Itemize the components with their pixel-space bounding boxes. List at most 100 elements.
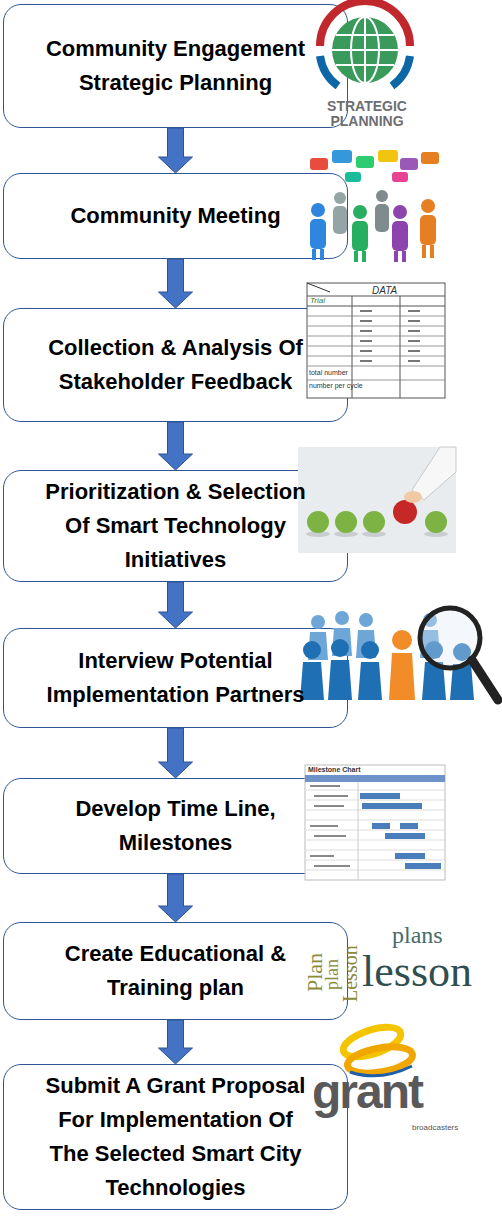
picture-text: DATA [372,285,397,296]
apples-picture-part [363,511,385,533]
meeting-picture-part [312,249,316,260]
milestone-chart-picture-part [314,865,350,867]
picture-text: STRATEGIC PLANNING [312,99,422,130]
picture-text: Trial [310,297,325,306]
data-table-picture-part [307,326,445,327]
milestone-chart-picture-part [310,825,338,827]
picture-text: Lesson [339,945,361,1002]
milestone-chart-picture-part [405,863,441,869]
meeting-picture-part [392,172,408,182]
meeting-picture-part [378,150,398,162]
picture-text: grant [312,1066,422,1119]
process-box: Prioritization & Selection Of Smart Tech… [3,470,348,582]
meeting-picture-part [392,221,408,251]
meeting-picture-part [356,156,374,168]
picture-text: total number [309,369,348,377]
picture-text: Milestone Chart [308,766,361,774]
people-magnifier-picture-part [303,641,321,659]
milestone-chart-picture-part [305,800,445,801]
apples-picture-part [298,447,456,553]
data-table-picture-part [360,360,372,362]
milestone-chart-picture-part [305,820,445,821]
block-arrow [159,582,193,628]
people-magnifier-picture-part [335,611,349,625]
milestone-chart-picture-part [372,823,390,829]
meeting-picture-part [400,158,418,170]
process-box: Community Meeting [3,173,348,259]
milestone-chart-picture [305,765,445,880]
step-text: Prioritization & Selection Of Smart Tech… [38,475,313,577]
meeting-picture-part [310,158,328,170]
meeting-picture-part [393,205,407,219]
people-magnifier-picture-part [358,662,382,700]
meeting-picture-part [320,249,324,260]
planning-logo-part [332,17,398,83]
block-arrow [159,422,193,470]
data-table-picture-part [408,310,420,312]
apples-picture-part [404,491,422,503]
meeting-picture-part [310,219,326,249]
meeting-picture-part [420,215,436,245]
people-magnifier-picture-part [332,628,352,656]
data-table-picture-part [307,366,445,367]
milestone-chart-picture-part [305,870,445,871]
milestone-chart-picture-part [305,830,445,831]
step-text: Community Engagement Strategic Planning [26,32,326,100]
data-table-picture-part [408,330,420,332]
meeting-picture-part [376,190,388,202]
milestone-chart-picture-part [358,782,359,880]
process-box: Create Educational & Training plan [3,922,348,1020]
milestone-chart-picture-part [305,775,445,782]
milestone-chart-picture-part [305,840,445,841]
data-table-picture-part [408,340,420,342]
apples-picture-part [393,500,417,524]
data-table-picture-part [408,350,420,352]
people-magnifier-picture-part [389,653,415,700]
planning-logo-part [364,17,366,83]
people-magnifier-picture-part [359,613,373,627]
meeting-picture-part [402,251,406,262]
data-table-picture-part [307,380,445,381]
people-magnifier-picture-part [311,615,325,629]
milestone-chart-picture-part [314,835,346,837]
meeting-picture-part [422,245,426,258]
data-table-picture-part [408,320,420,322]
meeting-picture-part [352,221,368,251]
picture-text: plans [392,922,443,948]
process-box: Community Engagement Strategic Planning [3,4,348,128]
data-table-picture-part [360,310,372,312]
data-table-picture-part [360,330,372,332]
apples-picture-part [307,511,329,533]
step-text: Interview Potential Implementation Partn… [26,644,326,712]
milestone-chart-picture-part [305,790,445,791]
meeting-picture-part [353,205,367,219]
process-box: Submit A Grant Proposal For Implementati… [3,1064,348,1210]
data-table-picture-part [400,296,401,398]
milestone-chart-picture-part [400,823,418,829]
block-arrow [159,1020,193,1064]
block-arrow [159,259,193,308]
milestone-chart-picture-part [385,833,425,839]
people-magnifier-picture-part [328,660,352,700]
data-table-picture-part [307,306,445,307]
block-arrow [159,728,193,778]
picture-text: lesson [362,948,472,996]
milestone-chart-picture-part [310,785,340,787]
data-table-picture-part [360,350,372,352]
people-magnifier-picture-part [361,641,379,659]
meeting-picture-part [430,245,434,258]
meeting-picture-part [421,152,439,164]
data-table-picture-part [307,283,330,292]
people-magnifier-picture-part [331,639,349,657]
milestone-chart-picture-part [305,810,445,811]
apples-picture-part [425,511,447,533]
data-table-picture-part [307,316,445,317]
milestone-chart-picture-part [362,803,422,809]
meeting-picture-part [362,251,366,262]
data-table-picture-part [307,336,445,337]
data-table-picture-part [360,340,372,342]
milestone-chart-picture-part [305,765,445,880]
people-magnifier-picture-part [472,660,498,700]
